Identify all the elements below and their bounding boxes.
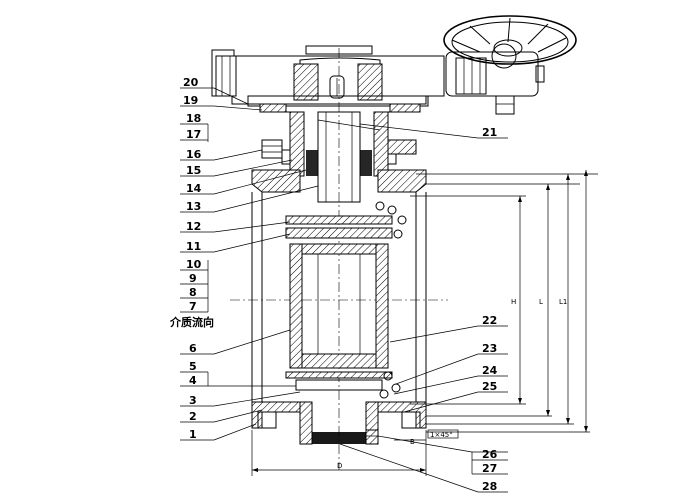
part-label-18: 18 — [186, 112, 201, 125]
part-label-15: 15 — [186, 164, 201, 177]
part-label-26: 26 — [482, 448, 498, 461]
part-label-16: 16 — [186, 148, 202, 161]
part-label-17: 17 — [186, 128, 201, 141]
dimensions: D B 1×45° H L L1 — [251, 170, 598, 476]
gearbox — [211, 45, 445, 113]
part-label-12: 12 — [186, 220, 201, 233]
part-label-22: 22 — [482, 314, 497, 327]
gate-assembly — [285, 201, 407, 399]
bonnet — [251, 111, 427, 193]
part-label-20: 20 — [183, 76, 199, 89]
part-label-27: 27 — [482, 462, 497, 475]
part-label-3: 3 — [189, 394, 197, 407]
part-label-2: 2 — [189, 410, 197, 423]
dim-height-3: L1 — [559, 298, 567, 306]
stem — [317, 111, 381, 203]
part-label-25: 25 — [482, 380, 497, 393]
part-label-8: 8 — [189, 286, 197, 299]
part-label-13: 13 — [186, 200, 201, 213]
flow-direction-label: 介质流向 — [169, 315, 214, 329]
left-callouts: 20 19 18 17 16 15 14 13 12 11 10 9 8 7 介… — [169, 76, 319, 441]
dim-height-2: L — [539, 298, 543, 306]
part-label-11: 11 — [186, 240, 201, 253]
part-label-23: 23 — [482, 342, 497, 355]
part-label-1: 1 — [189, 428, 197, 441]
dim-height-1: H — [511, 298, 516, 306]
dim-bottom-width: D — [337, 462, 342, 470]
part-label-19: 19 — [183, 94, 198, 107]
part-label-6: 6 — [189, 342, 197, 355]
part-label-14: 14 — [186, 182, 202, 195]
part-label-10: 10 — [186, 258, 202, 271]
part-label-4: 4 — [189, 374, 197, 387]
part-label-24: 24 — [482, 364, 498, 377]
part-label-5: 5 — [189, 360, 197, 373]
bottom-flange — [251, 401, 427, 445]
part-label-28: 28 — [482, 480, 497, 493]
right-callouts: 21 22 23 24 25 26 27 28 — [339, 123, 508, 493]
handwheel — [443, 15, 577, 115]
part-label-9: 9 — [189, 272, 197, 285]
part-label-7: 7 — [189, 300, 197, 313]
part-label-21: 21 — [482, 126, 497, 139]
dim-chamfer: 1×45° — [430, 431, 453, 439]
